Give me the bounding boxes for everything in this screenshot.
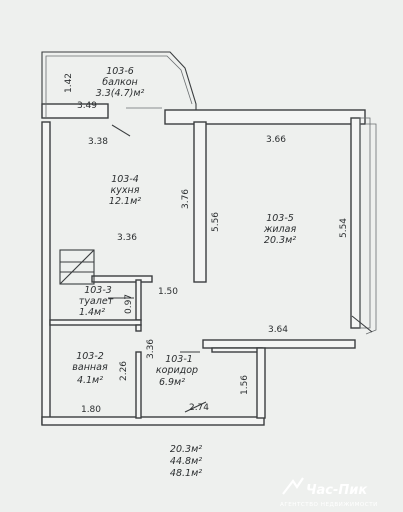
living-name: жилая: [263, 224, 297, 235]
entry-door-swing: [184, 401, 207, 413]
top-wall-right: [164, 109, 366, 125]
kitchen-code: 103-4: [111, 174, 139, 185]
right-exterior-wall: [350, 117, 361, 329]
window-frame: [365, 123, 377, 335]
total-without-balcony: 44.8м²: [170, 456, 202, 467]
living-bottom-step: [211, 347, 263, 353]
bath-right-wall: [135, 351, 142, 419]
kitchen-name: кухня: [111, 185, 140, 196]
bottom-exterior-wall: [41, 416, 265, 426]
dim-corridor-side: 3.36: [146, 339, 156, 359]
bath-area: 4.1м²: [77, 375, 103, 386]
room-labels: 103-6 балкон 3.3(4.7)м² 103-4 кухня 12.1…: [72, 66, 296, 388]
balcony-area: 3.3(4.7)м²: [96, 88, 145, 99]
shaft: [59, 249, 95, 285]
dim-wc-height: 0.97: [124, 294, 134, 314]
top-wall-left: [41, 103, 109, 119]
bath-code: 103-2: [76, 351, 104, 362]
balcony-rail: [41, 51, 197, 118]
dim-kitchen-side: 3.76: [181, 189, 191, 209]
kitchen-living-partition: [193, 121, 207, 283]
dim-living-bottom: 3.64: [268, 325, 288, 335]
balcony-rail-inner: [45, 55, 193, 118]
area-totals: 20.3м² 44.8м² 48.1м²: [170, 444, 202, 479]
entry-right-wall: [256, 347, 266, 419]
dim-corridor-bottom: 2.74: [189, 403, 209, 413]
bath-name: ванная: [72, 362, 108, 373]
wc-bath-wall: [49, 319, 142, 326]
wc-name: туалет: [79, 296, 114, 307]
brand-tagline: АГЕНТСТВО НЕДВИЖИМОСТИ: [280, 502, 378, 508]
kitchen-door-swing: [111, 124, 131, 137]
brand-watermark: Час-Пик АГЕНТСТВО НЕДВИЖИМОСТИ: [280, 477, 378, 508]
dim-balcony-height: 1.42: [64, 73, 74, 93]
dim-balcony-width: 3.49: [77, 101, 97, 111]
brand-name: Час-Пик: [306, 483, 368, 498]
bath-pillar: [135, 324, 142, 332]
dim-kitchen-top: 3.38: [88, 137, 108, 147]
dim-living-top: 3.66: [266, 135, 286, 145]
left-exterior-wall: [41, 121, 51, 425]
right-wall-outline: [359, 117, 371, 329]
brand-logo-icon: [282, 477, 304, 495]
living-area: 20.3м²: [264, 235, 296, 246]
dim-living-left: 5.56: [211, 212, 221, 232]
kitchen-bottom-wall: [91, 275, 153, 283]
corridor-area: 6.9м²: [159, 377, 185, 388]
total-living: 20.3м²: [170, 444, 202, 455]
dim-kitchen-bottom: 3.36: [117, 233, 137, 243]
wc-area: 1.4м²: [79, 307, 105, 318]
balcony-code: 103-6: [106, 66, 134, 77]
total-with-balcony: 48.1м²: [170, 468, 202, 479]
shaft-box: [59, 249, 95, 285]
dim-living-right: 5.54: [339, 218, 349, 238]
corridor-name: коридор: [156, 365, 198, 376]
dim-bath-bottom: 1.80: [81, 405, 101, 415]
wc-code: 103-3: [84, 285, 112, 296]
balcony-outline: [41, 51, 197, 137]
kitchen-area: 12.1м²: [109, 196, 141, 207]
corner-line: [351, 315, 373, 333]
living-code: 103-5: [266, 213, 294, 224]
living-bottom-wall: [202, 339, 356, 349]
wc-right-wall: [135, 279, 142, 321]
dim-wc-width: 1.50: [158, 287, 178, 297]
corridor-code: 103-1: [165, 354, 193, 365]
balcony-name: балкон: [102, 77, 138, 88]
dim-entry-side: 1.56: [240, 375, 250, 395]
walls: [41, 103, 371, 426]
dim-bath-side: 2.26: [119, 361, 129, 381]
dimension-labels: 1.42 3.49 3.38 3.66 3.76 5.56 5.54 3.36 …: [64, 73, 349, 415]
